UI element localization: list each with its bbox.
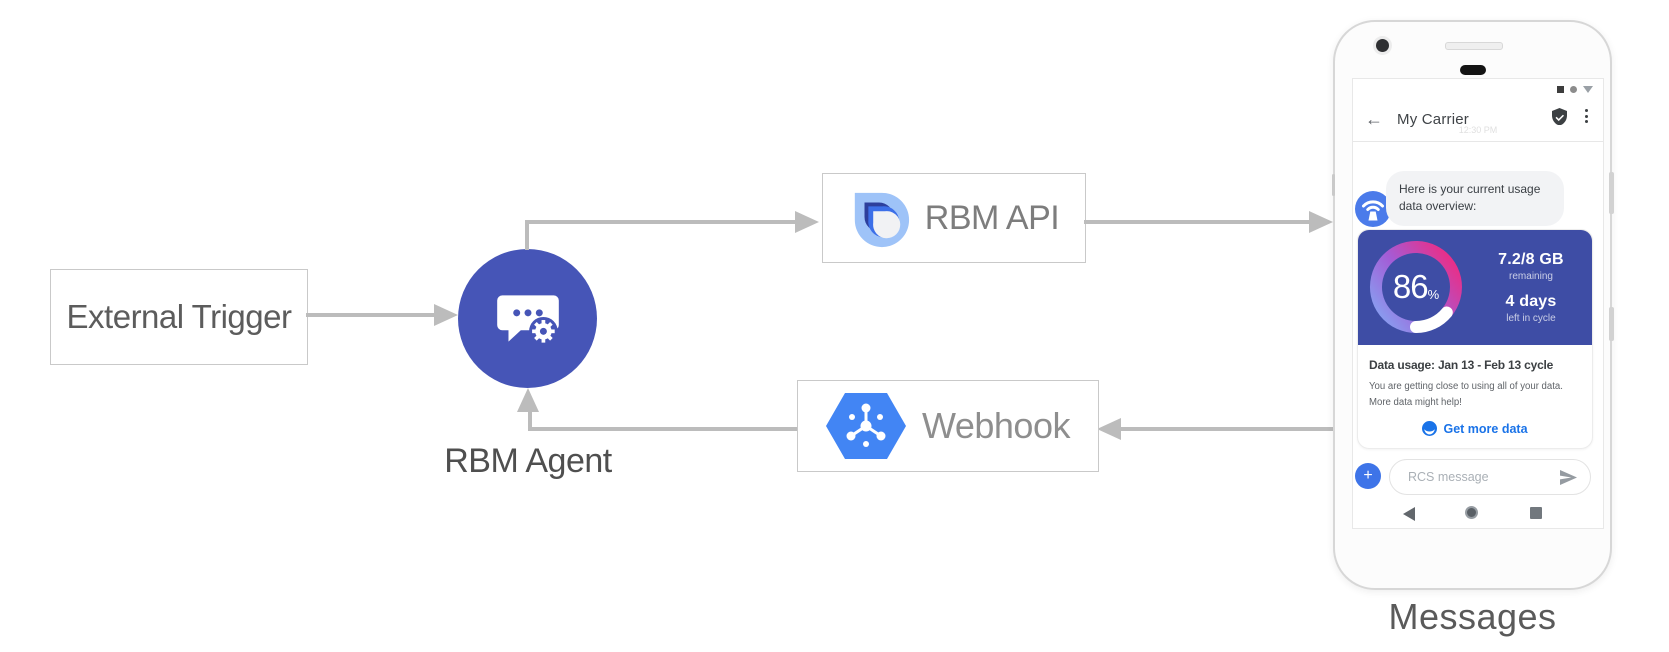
power-button xyxy=(1609,172,1614,214)
agent-avatar xyxy=(1355,191,1391,227)
volume-button xyxy=(1609,307,1614,341)
arrow-phone-to-webhook-line xyxy=(1121,427,1333,431)
stat-remaining-label: remaining xyxy=(1509,271,1553,282)
rcs-message-input[interactable] xyxy=(1406,469,1550,485)
rbm-api-label: RBM API xyxy=(924,198,1060,237)
globe-icon xyxy=(1422,421,1438,436)
antenna-icon xyxy=(1362,200,1384,221)
gauge-percent-unit: % xyxy=(1427,286,1440,302)
three-dot-menu-icon[interactable] xyxy=(1585,109,1588,123)
external-trigger-label: External Trigger xyxy=(66,298,292,335)
usage-gauge-section: 86 % 7.2/8 GB remaining 4 days left in c… xyxy=(1358,230,1592,345)
shield-check-icon xyxy=(1552,108,1567,125)
agent-message-bubble: Here is your current usage data overview… xyxy=(1386,171,1564,226)
rbm-agent-node xyxy=(458,249,597,388)
arrow-webhook-to-agent-vertical xyxy=(528,410,532,429)
stat-remaining-value: 7.2/8 GB xyxy=(1498,251,1564,268)
square-icon xyxy=(1557,86,1564,93)
webhook-node: Webhook xyxy=(797,380,1099,472)
usage-details-section: Data usage: Jan 13 - Feb 13 cycle You ar… xyxy=(1358,345,1592,448)
webhook-label: Webhook xyxy=(922,405,1070,446)
arrow-agent-to-api-line xyxy=(525,220,795,224)
front-camera xyxy=(1376,39,1389,52)
header-divider xyxy=(1353,141,1603,142)
gauge-percent: 86 xyxy=(1392,268,1429,305)
get-more-data-link[interactable]: Get more data xyxy=(1369,421,1581,436)
send-icon[interactable] xyxy=(1559,469,1578,486)
rbm-api-node: RBM API xyxy=(822,173,1086,263)
speaker-grille xyxy=(1445,42,1503,50)
arrow-api-to-phone-line xyxy=(1084,220,1309,224)
arrow-trigger-to-agent-line xyxy=(306,313,434,317)
arrow-webhook-to-agent-line xyxy=(528,427,797,431)
stat-days-value: 4 days xyxy=(1505,293,1557,310)
webhook-hexagon-icon xyxy=(826,393,907,459)
phone-mockup: ← My Carrier 12:30 PM Here is your curre… xyxy=(1332,20,1614,590)
usage-gauge: 86 % xyxy=(1364,235,1468,339)
message-input-pill xyxy=(1389,459,1591,495)
home-circle-icon[interactable] xyxy=(1465,506,1478,519)
back-icon[interactable]: ← xyxy=(1365,109,1383,129)
conversation-timestamp: 12:30 PM xyxy=(1458,125,1498,135)
usage-card-title: Data usage: Jan 13 - Feb 13 cycle xyxy=(1369,358,1554,372)
chat-gear-icon xyxy=(496,294,559,346)
sim-tray xyxy=(1332,174,1335,196)
circle-icon xyxy=(1570,86,1577,93)
usage-card-body-line2: More data might help! xyxy=(1369,396,1462,408)
back-triangle-icon[interactable] xyxy=(1403,507,1415,521)
arrow-agent-to-api-vertical xyxy=(525,222,529,250)
arrow-trigger-to-agent-head xyxy=(434,304,458,326)
arrow-agent-to-api-head xyxy=(795,211,819,233)
triangle-down-icon xyxy=(1583,86,1593,93)
status-bar xyxy=(1557,86,1593,93)
conversation-header: ← My Carrier xyxy=(1353,101,1603,141)
arrow-phone-to-webhook-head xyxy=(1097,418,1121,440)
stat-days: 4 days left in cycle xyxy=(1505,293,1556,324)
external-trigger-node: External Trigger xyxy=(50,269,308,365)
usage-card-body: You are getting close to using all of yo… xyxy=(1369,379,1581,410)
earpiece xyxy=(1460,65,1486,75)
conversation-title: My Carrier xyxy=(1397,111,1469,128)
usage-rich-card: 86 % 7.2/8 GB remaining 4 days left in c… xyxy=(1357,229,1593,449)
arrow-webhook-to-agent-head xyxy=(517,388,539,412)
rbm-agent-label: RBM Agent xyxy=(444,442,612,480)
usage-stats: 7.2/8 GB remaining 4 days left in cycle xyxy=(1474,230,1588,345)
arrow-api-to-phone-head xyxy=(1309,211,1333,233)
get-more-data-label: Get more data xyxy=(1443,421,1528,436)
usage-card-body-line1: You are getting close to using all of yo… xyxy=(1369,381,1563,392)
rbm-api-logo-icon xyxy=(854,192,909,248)
add-attachment-button[interactable]: + xyxy=(1355,463,1381,489)
stat-remaining: 7.2/8 GB remaining xyxy=(1498,251,1564,282)
stat-days-label: left in cycle xyxy=(1506,313,1556,324)
android-nav-bar xyxy=(1353,505,1603,523)
recents-square-icon[interactable] xyxy=(1530,507,1542,519)
phone-screen: ← My Carrier 12:30 PM Here is your curre… xyxy=(1352,78,1604,529)
messages-caption: Messages xyxy=(1388,596,1557,637)
